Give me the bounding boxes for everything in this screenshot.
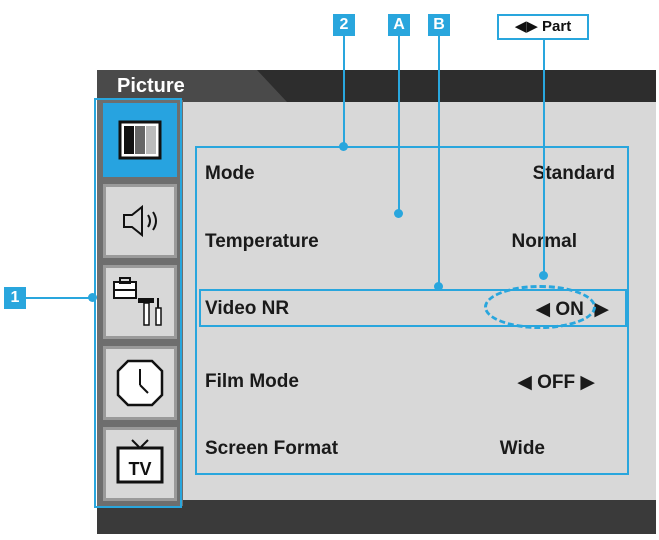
menu-row-label: Video NR (205, 298, 290, 319)
tab-setup[interactable] (103, 265, 177, 339)
menu-row-value: ◀ OFF ▶ (517, 372, 595, 393)
part-highlight-oval (484, 285, 596, 329)
leader-line-b (438, 36, 440, 286)
callout-b: B (428, 14, 450, 36)
menu-row-value: Wide (499, 438, 545, 459)
callout-a: A (388, 14, 410, 36)
leader-dot-b (434, 282, 443, 291)
leader-line-1 (26, 297, 92, 299)
tab-sound[interactable] (103, 184, 177, 258)
sound-icon (123, 204, 157, 238)
menu-row-mode[interactable]: Mode Standard (205, 157, 615, 191)
leader-line-2 (343, 36, 345, 146)
menu-box-outline (195, 146, 629, 475)
menu-row-label: Screen Format (205, 438, 339, 459)
tv-icon: TV (116, 439, 164, 484)
menu-row-label: Temperature (205, 231, 319, 252)
menu-row-screen-format[interactable]: Screen Format Wide (205, 432, 615, 466)
leader-dot-part (539, 271, 548, 280)
callout-2: 2 (333, 14, 355, 36)
sidebar-highlight (94, 98, 182, 508)
tab-tv[interactable]: TV (103, 427, 177, 501)
leader-line-part (543, 40, 545, 276)
svg-text:TV: TV (128, 459, 151, 479)
leader-dot-a (394, 209, 403, 218)
tab-picture[interactable] (103, 103, 177, 177)
menu-row-value: Standard (532, 163, 615, 184)
menu-row-label: Mode (205, 163, 255, 184)
picture-icon (118, 120, 162, 160)
menu-footer (97, 500, 656, 534)
leader-dot-1 (88, 293, 97, 302)
tab-time[interactable] (103, 346, 177, 420)
menu-row-temperature[interactable]: Temperature Normal (205, 225, 615, 259)
part-label: ◀▶ Part (497, 14, 589, 40)
leader-dot-2 (339, 142, 348, 151)
header-tab-shape (97, 70, 287, 102)
clock-icon (116, 359, 164, 407)
sidebar: TV (97, 100, 183, 506)
menu-row-label: Film Mode (205, 371, 299, 392)
leader-line-a (398, 36, 400, 214)
menu-row-film-mode[interactable]: Film Mode ◀ OFF ▶ (205, 365, 615, 399)
page-title: Picture (117, 75, 185, 97)
callout-1: 1 (4, 287, 26, 309)
setup-icon (113, 277, 162, 326)
